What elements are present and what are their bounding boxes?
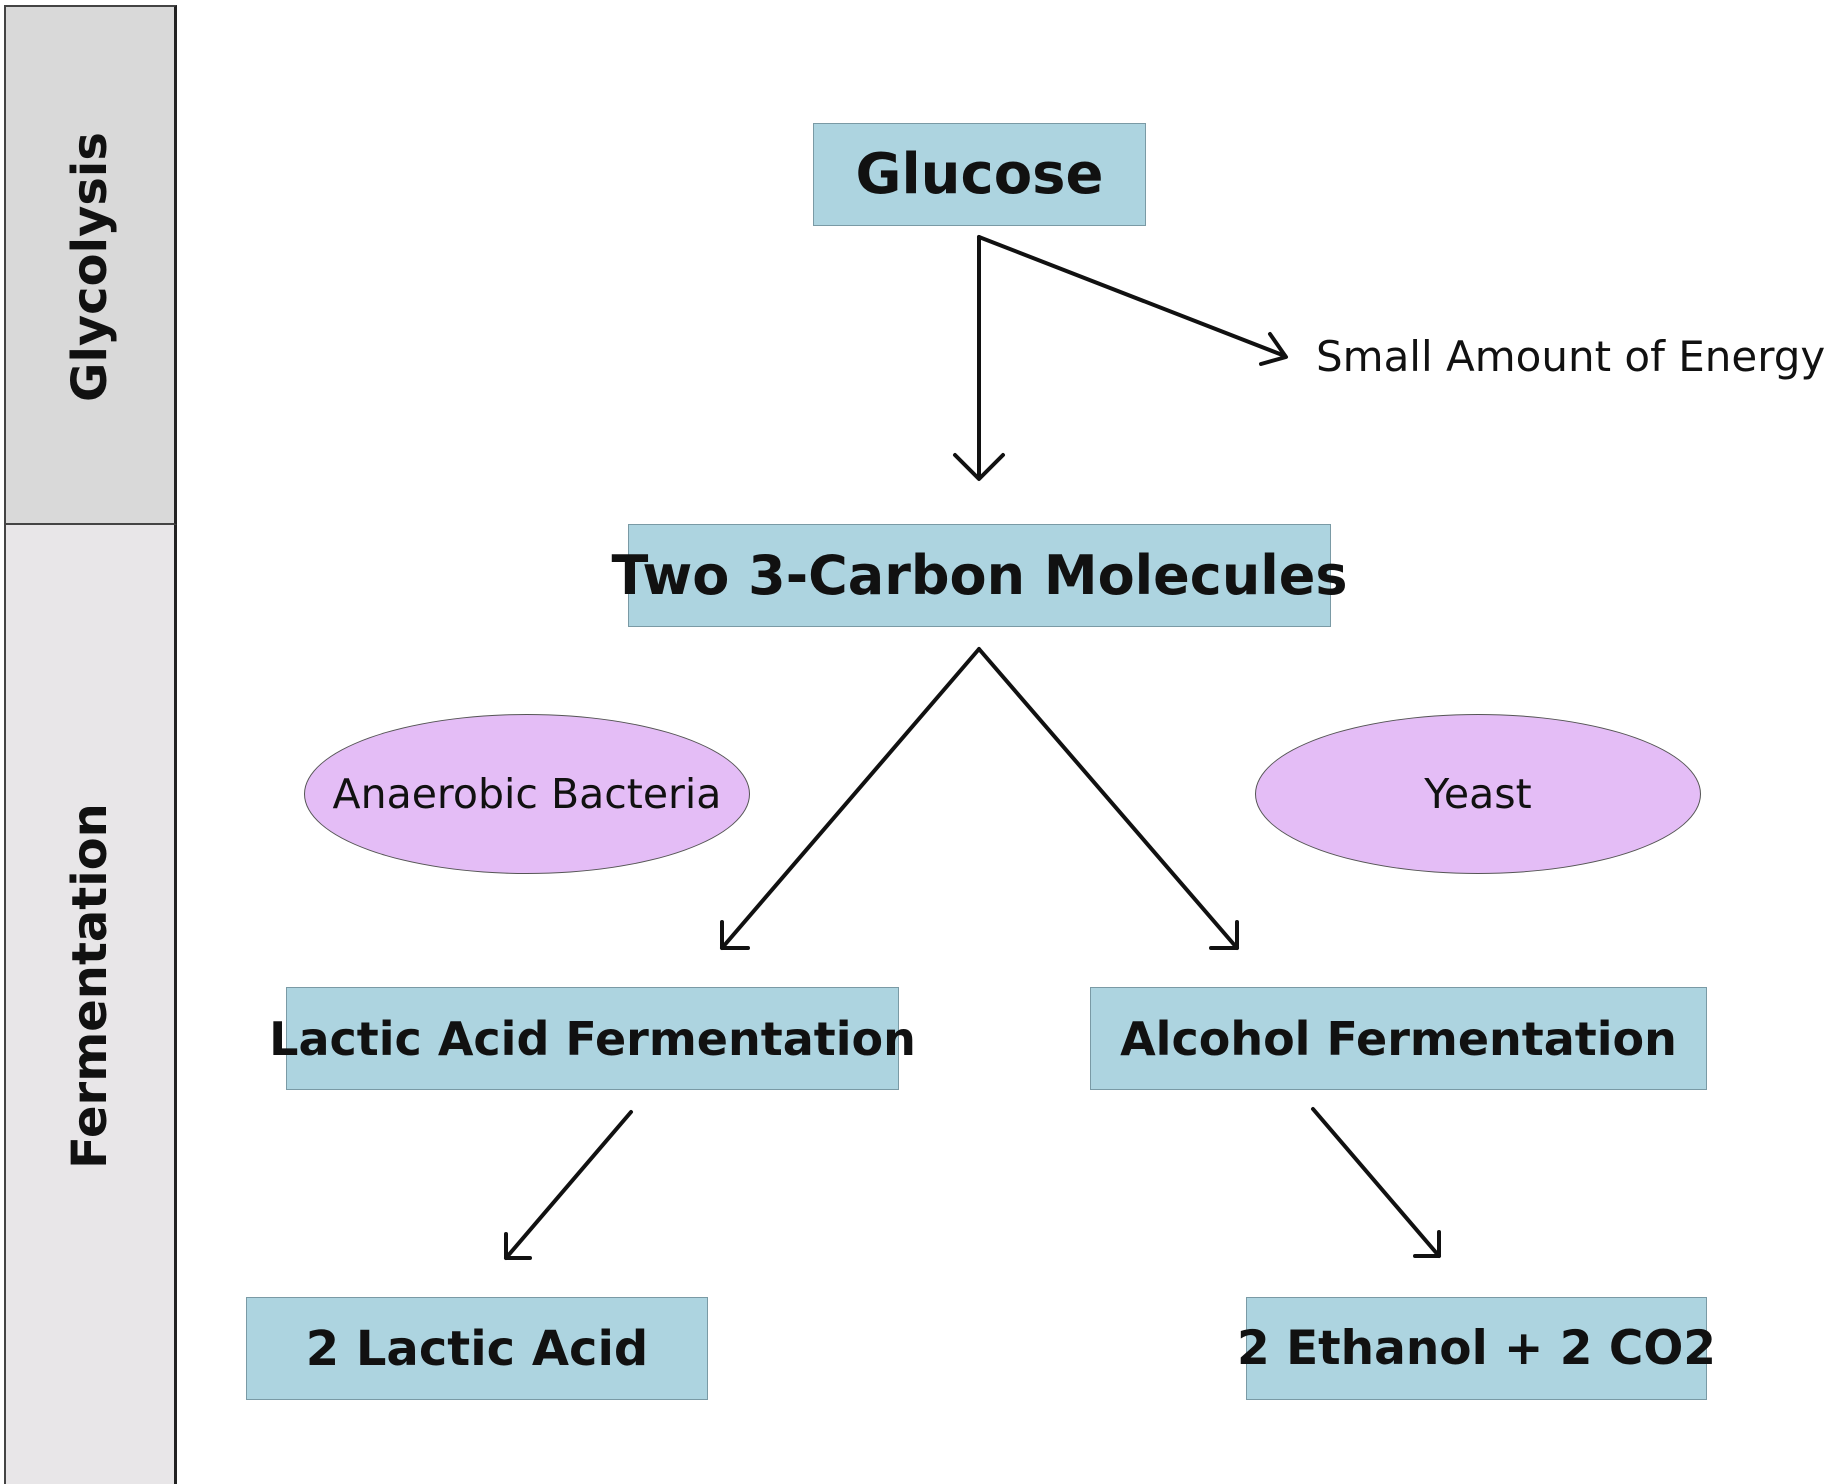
arrow-alcohol-fermentation-to-ethanol <box>1311 1107 1441 1258</box>
band-glycolysis: Glycolysis <box>4 5 177 525</box>
band-fermentation: Fermentation <box>4 525 177 1484</box>
arrow-lactic-fermentation-to-lactic-acid <box>504 1110 633 1260</box>
arrow-two-carbon-to-lactic-fermentation <box>720 647 981 950</box>
node-lactic-acid-fermentation: Lactic Acid Fermentation <box>269 987 916 1090</box>
node-alcohol-fermentation: Alcohol Fermentation <box>1090 987 1707 1090</box>
node-glucose: Glucose <box>813 123 1146 226</box>
arrow-glucose-to-energy <box>977 235 1288 366</box>
arrow-glucose-to-two-carbon <box>953 235 1005 481</box>
node-two-3-carbon-molecules: Two 3-Carbon Molecules <box>611 524 1348 627</box>
node-2-lactic-acid: 2 Lactic Acid <box>246 1297 708 1400</box>
ellipse-anaerobic-bacteria: Anaerobic Bacteria <box>304 714 750 874</box>
node-2-ethanol-2-co2: 2 Ethanol + 2 CO2 <box>1237 1297 1716 1400</box>
label-small-amount-of-energy: Small Amount of Energy <box>1316 332 1826 381</box>
arrow-two-carbon-to-alcohol-fermentation <box>977 647 1239 950</box>
ellipse-yeast: Yeast <box>1255 714 1701 874</box>
